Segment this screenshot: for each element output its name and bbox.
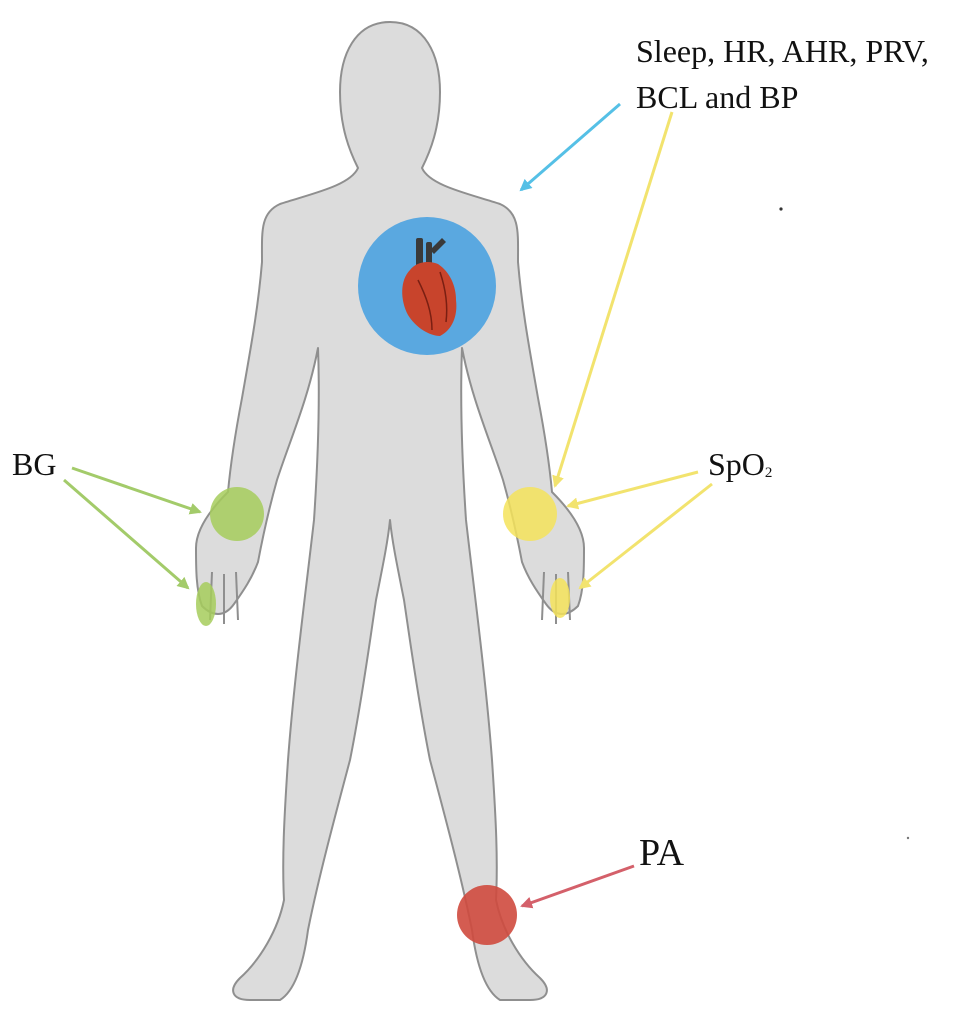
arrow-to-right-wrist-from-top	[555, 112, 672, 486]
label-top-line1: Sleep, HR, AHR, PRV,	[636, 28, 929, 74]
label-spo2-main: SpO	[708, 446, 765, 482]
stray-dot	[907, 837, 909, 839]
label-pa: PA	[639, 834, 684, 872]
label-spo2: SpO2	[708, 448, 772, 481]
label-spo2-subscript: 2	[765, 465, 773, 481]
arrow-to-chest	[521, 104, 620, 190]
label-top-line2: BCL and BP	[636, 74, 929, 120]
arrow-bg-to-finger	[64, 480, 188, 588]
arrow-spo2-to-wrist	[568, 472, 698, 506]
right-wrist-sensor-circle	[503, 487, 557, 541]
arrow-spo2-to-finger	[580, 484, 712, 588]
left-finger-sensor-mark	[196, 582, 216, 626]
label-sleep-hr-ahr-prv-bcl-bp: Sleep, HR, AHR, PRV, BCL and BP	[636, 28, 929, 120]
left-wrist-sensor-circle	[210, 487, 264, 541]
arrow-pa-to-leg	[522, 866, 634, 906]
label-bg: BG	[12, 448, 56, 480]
finger-lines	[210, 572, 570, 624]
stray-dot	[779, 207, 782, 210]
right-finger-sensor-mark	[550, 578, 570, 618]
leg-sensor-circle	[457, 885, 517, 945]
